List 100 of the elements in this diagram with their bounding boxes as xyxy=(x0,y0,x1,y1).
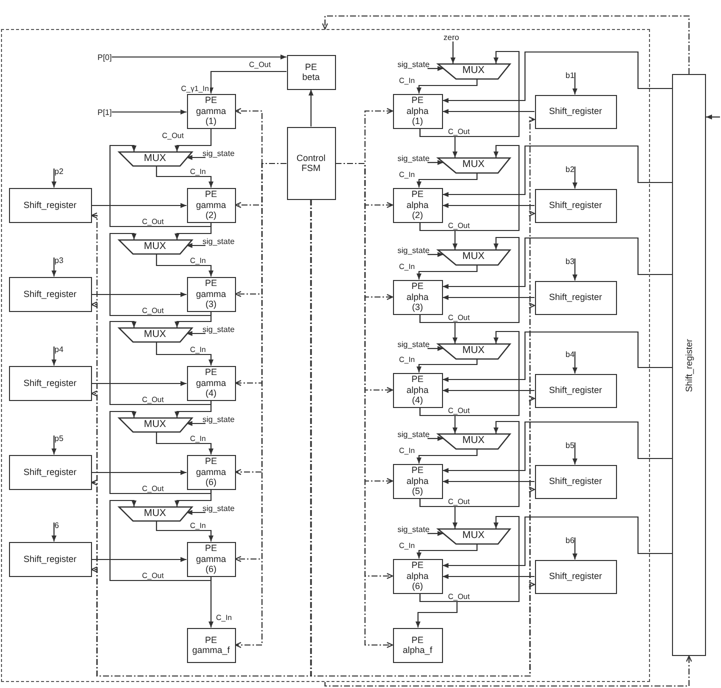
arrow xyxy=(109,410,212,494)
arrow xyxy=(174,312,212,328)
arrow xyxy=(92,203,186,208)
process-box: PE gamma (6) xyxy=(186,454,236,490)
arrow xyxy=(52,168,56,188)
arrow xyxy=(52,346,56,366)
signal-label: b3 xyxy=(566,256,574,266)
arrow xyxy=(450,42,456,64)
arrow xyxy=(442,331,672,382)
arrow xyxy=(156,520,214,542)
signal-label: p2 xyxy=(54,166,64,176)
arrow xyxy=(416,78,478,94)
signal-label: b4 xyxy=(566,350,574,358)
process-box: PE alpha (2) xyxy=(392,188,442,222)
multiplexer-trapezoid: MUX xyxy=(438,344,510,358)
arrow xyxy=(156,166,214,188)
arrow xyxy=(92,292,186,297)
multiplexer-trapezoid: MUX xyxy=(118,240,192,254)
arrow xyxy=(442,479,534,484)
multiplexer-trapezoid: MUX xyxy=(118,328,192,342)
process-box: PE alpha (4) xyxy=(392,372,442,408)
arrow xyxy=(52,522,56,542)
arrow xyxy=(442,145,672,197)
arrow xyxy=(572,72,578,94)
arrow xyxy=(112,110,186,114)
arrow xyxy=(428,252,444,257)
arrow xyxy=(186,510,206,515)
arrow xyxy=(442,51,672,103)
arrow xyxy=(572,538,578,560)
signal-label: sig_state xyxy=(202,324,235,334)
arrow xyxy=(416,448,478,464)
multiplexer-trapezoid: MUX xyxy=(118,152,192,166)
signal-label: sig_state xyxy=(202,236,235,246)
process-box: PE beta xyxy=(286,54,336,90)
signal-label: b1 xyxy=(566,70,574,80)
signal-label: sig_state xyxy=(202,148,235,158)
signal-label: sig_state xyxy=(398,154,430,162)
arrow xyxy=(186,155,206,160)
arrow xyxy=(428,436,444,441)
process-box: PE alpha (5) xyxy=(392,464,442,498)
register-box: Shift_register xyxy=(534,464,616,498)
arrow xyxy=(442,237,672,289)
arrow xyxy=(174,400,212,418)
arrow xyxy=(442,109,534,114)
arrow xyxy=(428,66,444,71)
arrow xyxy=(706,114,720,120)
arrow xyxy=(572,166,578,188)
process-box: PE gamma (4) xyxy=(186,366,236,400)
arrow xyxy=(109,232,212,316)
signal-label: sig_state xyxy=(398,524,430,534)
multiplexer-trapezoid: MUX xyxy=(438,250,510,264)
arrow xyxy=(156,342,214,366)
arrow xyxy=(442,421,672,473)
arrow xyxy=(174,490,212,506)
arrow xyxy=(442,574,534,579)
multiplexer-trapezoid: MUX xyxy=(438,434,510,448)
arrow xyxy=(442,203,534,208)
process-box: PE gamma_f xyxy=(186,628,236,662)
arrow xyxy=(416,594,458,628)
signal-label: sig_state xyxy=(398,60,430,68)
register-box: Shift_register xyxy=(534,560,616,594)
signal-label: sig_state xyxy=(398,246,430,254)
arrow xyxy=(442,516,672,568)
signal-label: sig_state xyxy=(202,504,235,512)
arrow xyxy=(416,544,478,558)
register-box: Shift_register xyxy=(8,454,92,490)
arrow xyxy=(92,557,186,562)
multiplexer-trapezoid: MUX xyxy=(438,158,510,172)
multiplexer-trapezoid: MUX xyxy=(438,64,510,78)
process-box: PE gamma (2) xyxy=(186,188,236,222)
arrow xyxy=(109,500,212,582)
signal-label: p5 xyxy=(54,434,64,442)
arrow xyxy=(419,128,458,158)
multiplexer-trapezoid: MUX xyxy=(438,528,510,544)
arrow xyxy=(109,144,212,228)
multiplexer-trapezoid: MUX xyxy=(118,418,192,432)
arrow xyxy=(186,243,206,248)
arrow xyxy=(208,70,286,94)
arrow xyxy=(109,320,212,406)
arrow xyxy=(419,222,458,250)
register-box: Shift_register xyxy=(534,188,616,222)
register-box: Shift_register xyxy=(8,276,92,312)
process-box: PE gamma (6) xyxy=(186,542,236,576)
signal-label: sig_state xyxy=(398,430,430,438)
arrow xyxy=(308,90,314,126)
arrow xyxy=(186,421,206,426)
process-box: PE alpha (3) xyxy=(392,280,442,314)
signal-label: 6 xyxy=(54,520,59,530)
arrow xyxy=(442,295,534,300)
process-box: Control FSM xyxy=(286,126,336,200)
arrow xyxy=(428,531,444,536)
arrow xyxy=(428,346,444,351)
arrow xyxy=(419,408,458,434)
arrow xyxy=(416,358,478,372)
arrow xyxy=(186,331,206,336)
arrow xyxy=(419,498,458,528)
process-box: PE alpha (6) xyxy=(392,558,442,594)
arrow xyxy=(208,576,214,628)
arrow xyxy=(416,172,478,188)
signal-label: zero xyxy=(444,32,460,42)
